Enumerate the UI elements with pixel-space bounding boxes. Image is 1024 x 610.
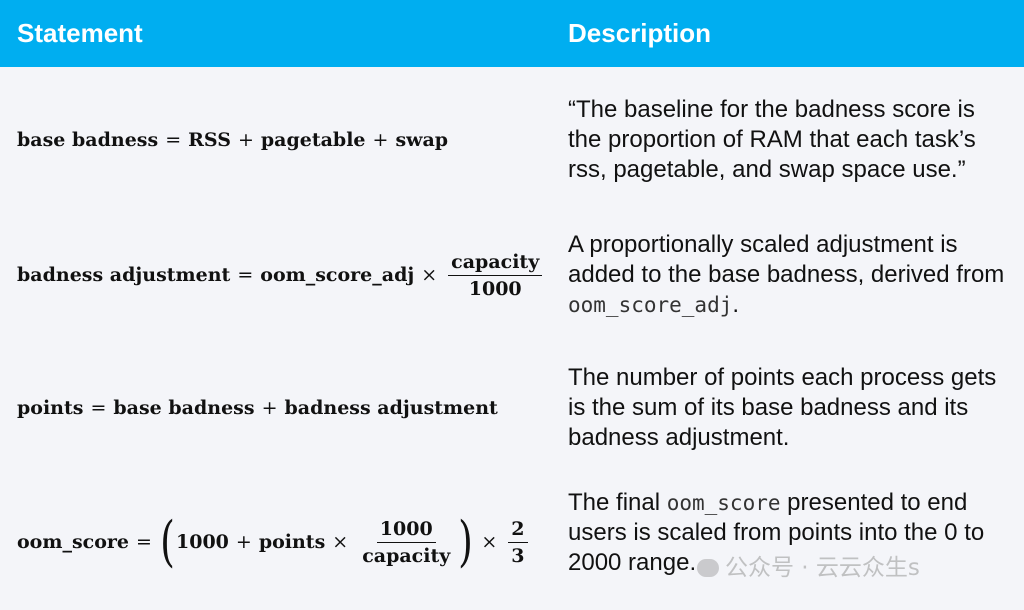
formula-term: 1000: [176, 531, 229, 553]
times-sign: ×: [421, 264, 438, 286]
fraction: 1000 capacity: [359, 518, 453, 567]
formula-term: badness adjustment: [284, 397, 498, 419]
equals-sign: =: [136, 531, 152, 553]
right-paren: ): [458, 510, 474, 573]
equals-sign: =: [165, 129, 182, 151]
description-cell: The final oom_score presented to end use…: [568, 474, 1008, 592]
formula-term: pagetable: [260, 129, 366, 151]
inline-code: oom_score: [666, 491, 781, 515]
header-description: Description: [568, 18, 712, 48]
times-sign: ×: [481, 531, 498, 553]
description-cell: A proportionally scaled adjustment is ad…: [568, 208, 1008, 342]
formula-base-badness: base badness = RSS + pagetable + swap: [17, 72, 448, 208]
inline-code: oom_score_adj: [568, 293, 733, 317]
formula-term: oom_score_adj: [260, 264, 415, 286]
table-row: base badness = RSS + pagetable + swap “T…: [0, 72, 1024, 208]
description-cell: The number of points each process gets i…: [568, 342, 1008, 474]
watermark: 公众号 · 云云众生s: [697, 548, 920, 582]
description-text: “The baseline for the badness score is t…: [568, 96, 976, 183]
formula-term: RSS: [188, 129, 231, 151]
table-row: badness adjustment = oom_score_adj × cap…: [0, 208, 1024, 342]
fraction-numerator: 2: [508, 518, 528, 543]
wechat-icon: [697, 559, 719, 577]
fraction: 2 3: [508, 518, 528, 567]
equals-sign: =: [237, 264, 254, 286]
watermark-text: 公众号 · 云云众生s: [725, 555, 920, 581]
table-row: oom_score = ( 1000 + points × 1000 capac…: [0, 474, 1024, 610]
fraction: capacity 1000: [448, 251, 543, 300]
plus-sign: +: [372, 129, 389, 151]
formula-term: swap: [395, 129, 449, 151]
formula-term: points: [258, 531, 326, 553]
times-sign: ×: [332, 531, 349, 553]
header-statement: Statement: [17, 18, 143, 48]
formula-points: points = base badness + badness adjustme…: [17, 342, 498, 474]
formula-term: base badness: [113, 397, 255, 419]
formula-badness-adjustment: badness adjustment = oom_score_adj × cap…: [17, 208, 546, 342]
fraction-denominator: capacity: [362, 544, 451, 567]
formula-term: base badness: [17, 129, 159, 151]
description-text: A proportionally scaled adjustment is ad…: [568, 231, 1005, 318]
description-text: The number of points each process gets i…: [568, 364, 997, 451]
fraction-numerator: capacity: [448, 251, 543, 276]
description-cell: “The baseline for the badness score is t…: [568, 72, 1008, 208]
formula-term: badness adjustment: [17, 264, 231, 286]
equals-sign: =: [90, 397, 107, 419]
table-header: Statement Description: [0, 0, 1024, 67]
plus-sign: +: [261, 397, 278, 419]
fraction-denominator: 3: [511, 544, 525, 567]
fraction-numerator: 1000: [376, 518, 436, 543]
table-row: points = base badness + badness adjustme…: [0, 342, 1024, 474]
formula-term: oom_score: [17, 531, 129, 553]
description-text: The final oom_score presented to end use…: [568, 489, 985, 576]
plus-sign: +: [237, 129, 254, 151]
fraction-denominator: 1000: [468, 277, 522, 300]
formula-oom-score: oom_score = ( 1000 + points × 1000 capac…: [17, 474, 532, 610]
formula-term: points: [17, 397, 84, 419]
left-paren: (: [160, 510, 175, 573]
plus-sign: +: [235, 531, 252, 553]
